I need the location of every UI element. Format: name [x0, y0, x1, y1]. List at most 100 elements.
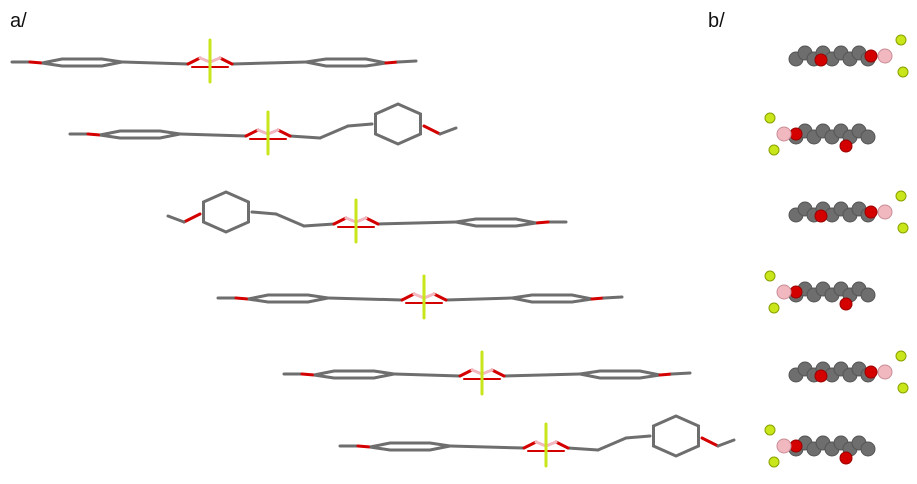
- ball-molecule-1: [788, 34, 909, 78]
- boron-bond-1: [198, 56, 212, 64]
- methyl-right-bond: [602, 295, 624, 300]
- fluorine-atom: [768, 302, 780, 314]
- phenyl-ring: [652, 414, 700, 458]
- core-oxygen-1: [244, 128, 260, 138]
- boron-bond-1: [470, 368, 484, 376]
- fluorine-atom: [764, 112, 776, 124]
- ring-methyl-bond: [438, 126, 458, 136]
- core-oxygen-2: [432, 292, 448, 302]
- carbon-atom: [860, 441, 876, 457]
- core-oxygen-1: [332, 216, 348, 226]
- boron-bond-1: [412, 292, 426, 300]
- ball-molecule-6: [764, 424, 876, 468]
- oxygen-atom: [864, 205, 878, 219]
- chain: [376, 220, 458, 226]
- ring-link: [346, 122, 374, 128]
- chain-right: [502, 372, 582, 378]
- chain-left: [392, 372, 462, 378]
- stick-molecule-6: [338, 414, 736, 468]
- fluorine-atom: [897, 66, 909, 78]
- ball-molecule-2: [764, 112, 876, 156]
- core-oxygen-1: [400, 292, 416, 302]
- boron-atom: [877, 204, 893, 220]
- fluorine-atom: [764, 424, 776, 436]
- methoxy-oxygen: [356, 444, 372, 449]
- stick-molecule-1: [10, 38, 418, 84]
- boron-atom: [776, 126, 792, 142]
- boron-atom: [776, 438, 792, 454]
- core-oxygen-2: [218, 56, 234, 66]
- methoxy-oxygen-right: [658, 372, 674, 377]
- stick-molecule-5: [282, 350, 692, 396]
- fluorine-atom: [895, 34, 907, 46]
- ring-methyl-bond: [166, 214, 186, 224]
- chain-left: [326, 296, 404, 302]
- oxygen-atom: [839, 451, 853, 465]
- boron-bond-2: [544, 440, 558, 448]
- ring-link: [250, 210, 278, 216]
- ring-methoxy-oxygen: [700, 436, 720, 448]
- methoxy-oxygen: [86, 132, 102, 137]
- ring-link: [624, 434, 652, 440]
- ball-molecule-5: [788, 350, 909, 394]
- oxygen-atom: [839, 297, 853, 311]
- methoxy-oxygen: [534, 220, 550, 225]
- ball-molecule-4: [764, 270, 876, 314]
- carbon-atom: [860, 287, 876, 303]
- chain-right: [230, 60, 308, 66]
- fluorine-atom: [895, 350, 907, 362]
- oxygen-atom: [789, 439, 803, 453]
- ball-molecule-3: [788, 190, 909, 234]
- ring-methoxy-oxygen: [422, 124, 442, 136]
- panel-b-label: b/: [708, 10, 725, 32]
- core-oxygen-2: [276, 128, 292, 138]
- boron-atom: [877, 364, 893, 380]
- boron-bond-2: [480, 368, 494, 376]
- oxygen-atom: [789, 127, 803, 141]
- fluorine-atom: [764, 270, 776, 282]
- boron-bond-1: [534, 440, 548, 448]
- stick-molecule-2: [68, 102, 458, 156]
- boron-bond-2: [266, 128, 280, 136]
- methyl-right-bond: [670, 371, 692, 376]
- ethyl-bond-2: [596, 436, 628, 452]
- chain: [448, 444, 526, 450]
- core-oxygen-2: [364, 216, 380, 226]
- chain-left: [120, 60, 190, 66]
- oxygen-atom: [814, 369, 828, 383]
- oxygen-atom: [814, 209, 828, 223]
- core-oxygen-1: [458, 368, 474, 378]
- methoxy-oxygen-left: [234, 296, 250, 301]
- ethyl-bond-2: [274, 212, 306, 228]
- core-oxygen-1: [186, 56, 202, 66]
- ring-methyl-bond: [716, 438, 736, 448]
- boron-bond-1: [344, 216, 358, 224]
- boron-bond-2: [354, 216, 368, 224]
- core-oxygen-1: [522, 440, 538, 450]
- boron-atom: [877, 48, 893, 64]
- stick-molecule-4: [216, 274, 624, 320]
- carbon-atom: [860, 129, 876, 145]
- methoxy-oxygen-left: [28, 60, 44, 65]
- ethyl-bond-1: [302, 222, 336, 228]
- phenyl-ring: [202, 190, 250, 234]
- ethyl-bond-1: [566, 446, 600, 452]
- fluorine-atom: [768, 456, 780, 468]
- core-oxygen-2: [554, 440, 570, 450]
- fluorine-atom: [897, 222, 909, 234]
- boron-atom: [776, 284, 792, 300]
- methoxy-oxygen-right: [590, 296, 606, 301]
- fluorine-atom: [768, 144, 780, 156]
- ethyl-bond-2: [318, 124, 350, 140]
- fluorine-atom: [895, 190, 907, 202]
- oxygen-atom: [864, 49, 878, 63]
- chain-right: [444, 296, 514, 302]
- boron-bond-2: [422, 292, 436, 300]
- phenyl-ring: [374, 102, 422, 146]
- oxygen-atom: [814, 53, 828, 67]
- fluorine-atom: [897, 382, 909, 394]
- panel-a-label: a/: [10, 10, 27, 32]
- stick-molecule-3: [166, 190, 568, 244]
- oxygen-atom: [864, 365, 878, 379]
